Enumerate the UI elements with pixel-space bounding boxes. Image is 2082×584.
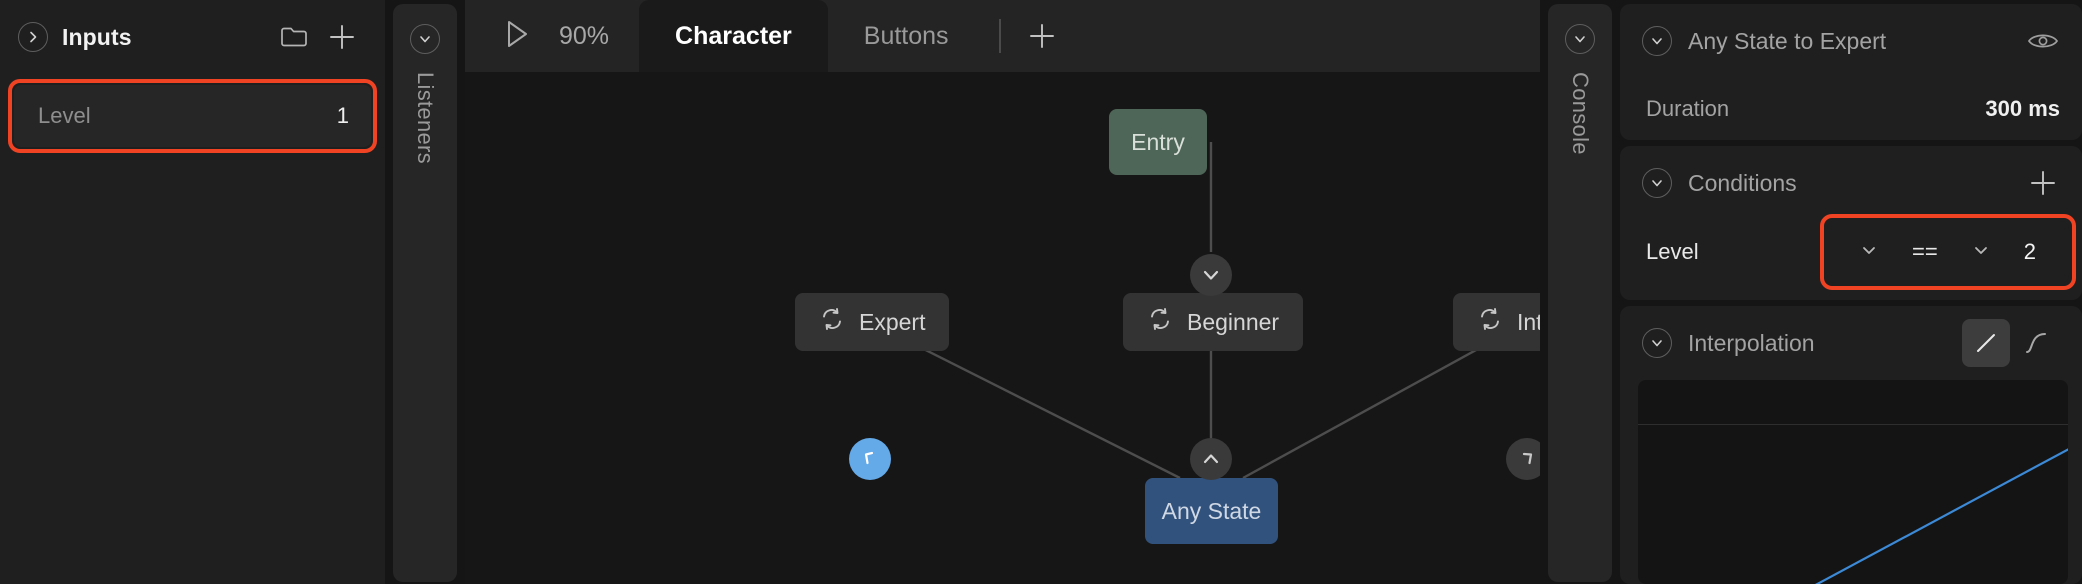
inputs-panel: Inputs Level 1 [0,0,385,584]
tab-separator [998,19,1001,53]
conditions-card: Conditions Level == 2 [1620,146,2082,300]
transition-card: Any State to Expert Duration 300 ms [1620,4,2082,140]
conditions-title: Conditions [1688,169,1797,196]
chevron-right-icon[interactable] [18,22,48,52]
chevron-down-icon[interactable] [410,24,440,54]
conditions-card-header: Conditions [1620,146,2082,220]
interpolation-mode-toggle [1962,319,2060,367]
add-icon[interactable] [325,20,359,54]
input-label: Level [38,103,91,128]
transition-card-header: Any State to Expert [1620,4,2082,78]
add-icon[interactable] [2026,166,2060,200]
eye-icon[interactable] [2026,24,2060,58]
tab-buttons[interactable]: Buttons [863,21,949,50]
node-label: Entry [1131,128,1185,155]
duration-value[interactable]: 300 ms [1985,96,2060,121]
chevron-down-icon[interactable] [1190,254,1232,296]
loop-icon [1147,307,1173,337]
input-row-level[interactable]: Level 1 [14,85,371,147]
node-entry[interactable]: Entry [1109,109,1207,175]
loop-icon [1477,307,1503,337]
interpolation-card-header: Interpolation [1620,306,2082,380]
graph-editor: 90% Character Buttons [465,0,1540,584]
highlight-box-condition-controls: == 2 [1820,214,2076,290]
condition-input-label: Level [1646,239,1699,264]
chevron-down-icon[interactable] [1642,26,1672,56]
arrow-corner-icon[interactable] [849,438,891,480]
canvas-content: Entry Expert Beginner [465,72,1540,584]
node-label: Intermediate [1517,308,1540,335]
zoom-level[interactable]: 90% [559,21,610,50]
node-beginner[interactable]: Beginner [1123,293,1304,351]
playback-controls: 90% [465,0,639,72]
condition-operator[interactable]: == [1912,239,1938,264]
highlight-box-input-level: Level 1 [8,79,377,153]
chevron-down-icon[interactable] [1565,24,1595,54]
node-label: Expert [859,308,926,335]
page-title: Inputs [62,23,132,50]
chevron-down-icon[interactable] [1860,243,1878,262]
editor-tab-bar: 90% Character Buttons [465,0,1540,72]
tab-character[interactable]: Character [639,0,828,72]
condition-row: Level == 2 [1620,214,2082,290]
console-rail: Console [1540,0,1620,584]
duration-row[interactable]: Duration 300 ms [1620,78,2082,140]
transition-edges [869,142,1528,480]
chevron-down-icon[interactable] [1642,328,1672,358]
node-intermediate[interactable]: Intermediate [1453,293,1540,351]
chevron-down-icon[interactable] [1972,243,1990,262]
state-machine-canvas[interactable]: Entry Expert Beginner [465,72,1540,584]
console-tab[interactable]: Console [1548,4,1612,582]
ease-curve-icon[interactable] [2012,319,2060,367]
duration-label: Duration [1646,96,1730,121]
node-expert[interactable]: Expert [795,293,950,351]
loop-icon [819,307,845,337]
listeners-rail: Listeners [385,0,465,584]
arrow-corner-icon[interactable] [1506,438,1540,480]
chevron-up-icon[interactable] [1190,438,1232,480]
interpolation-card: Interpolation [1620,306,2082,584]
node-any-state[interactable]: Any State [1145,478,1278,544]
listeners-tab[interactable]: Listeners [393,4,457,582]
curve-divider [1638,424,2068,425]
node-label: Beginner [1187,308,1280,335]
transition-title: Any State to Expert [1688,27,1887,54]
console-label: Console [1568,72,1593,155]
interpolation-curve [1815,448,2068,584]
node-label: Any State [1161,497,1262,524]
listeners-label: Listeners [413,72,438,164]
chevron-down-icon[interactable] [1642,168,1672,198]
add-icon[interactable] [1005,0,1079,72]
input-value[interactable]: 1 [336,103,349,128]
interpolation-curve-editor[interactable] [1638,380,2068,584]
inputs-panel-header: Inputs [0,0,385,74]
condition-controls: == 2 [1827,221,2069,283]
condition-value[interactable]: 2 [2023,239,2036,264]
new-folder-icon[interactable] [277,20,311,54]
interpolation-title: Interpolation [1688,329,1815,356]
inspector-panel: Any State to Expert Duration 300 ms Cond… [1620,0,2082,584]
linear-curve-icon[interactable] [1962,319,2010,367]
play-icon[interactable] [499,17,533,56]
